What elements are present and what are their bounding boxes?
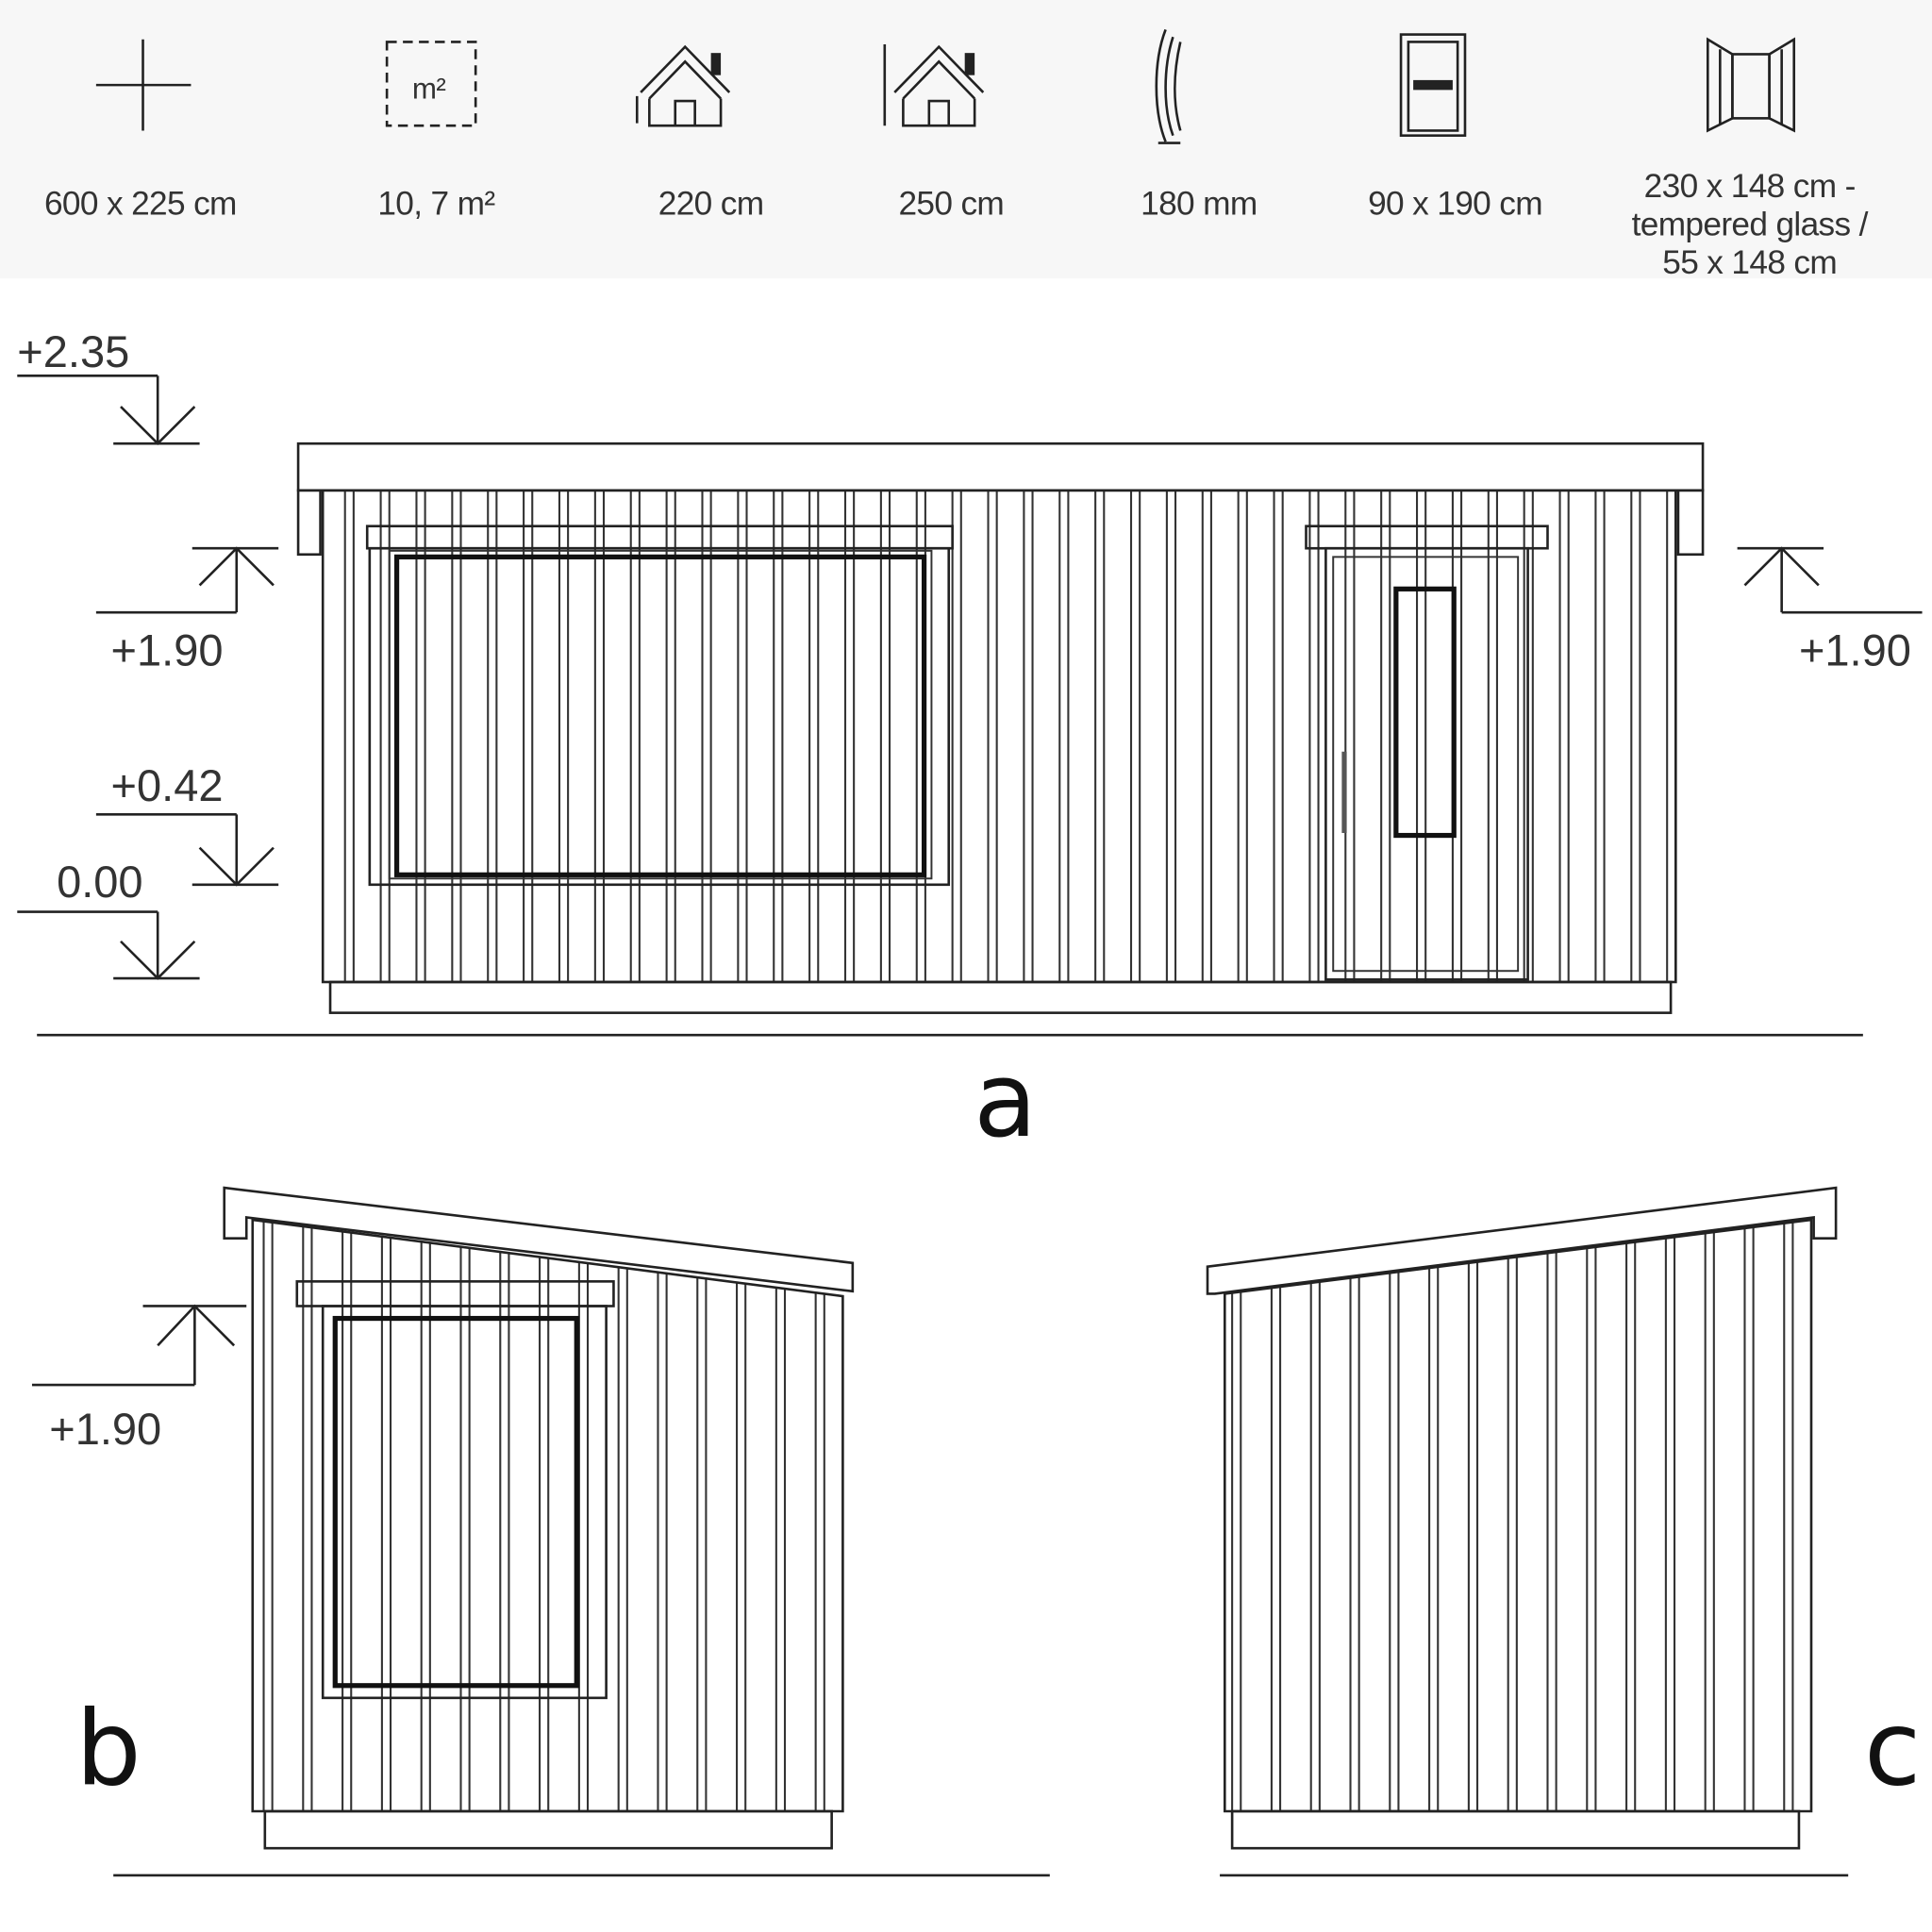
front-window [365, 525, 954, 887]
level-label-b-190: +1.90 [49, 1404, 161, 1454]
spec-door-label: 90 x 190 cm [1368, 185, 1542, 222]
level-marker-b-190 [31, 1304, 247, 1387]
side-b-roof [223, 1186, 855, 1293]
side-c-roof [1206, 1186, 1838, 1295]
spec-window-label-line2: tempered glass / [1632, 206, 1869, 242]
side-b-window [295, 1280, 615, 1700]
level-marker-top [17, 375, 200, 446]
area-icon-text: m² [412, 72, 445, 105]
panel-label-b: b [75, 1688, 142, 1808]
front-elevation-a: +2.35 +1.90 +1.90 +0.42 0.00 a [17, 326, 1923, 1160]
level-label-right-190: +1.90 [1799, 625, 1911, 675]
spec-area-label: 10, 7 m² [377, 185, 495, 222]
level-marker-left-190 [95, 546, 279, 614]
level-label-ground: 0.00 [57, 857, 143, 907]
front-base [328, 980, 1673, 1014]
house-total-height-icon [883, 44, 985, 127]
level-marker-sill [95, 813, 279, 887]
siding-side-c [1231, 1220, 1794, 1811]
siding-front [343, 490, 1676, 982]
level-marker-ground [17, 910, 200, 980]
level-marker-right-190 [1737, 546, 1923, 614]
spec-dimensions-label: 600 x 225 cm [44, 185, 237, 222]
level-label-sill: +0.42 [111, 760, 224, 810]
front-wall [321, 489, 1677, 984]
front-roof [296, 441, 1705, 492]
area-m2-icon: m² [385, 41, 477, 127]
side-b-wall [251, 1218, 844, 1813]
wall-thickness-icon [1155, 28, 1182, 144]
panel-label-a: a [974, 1040, 1037, 1160]
spec-window-label-line1: 230 x 148 cm - [1644, 168, 1856, 205]
panel-label-c: c [1864, 1688, 1921, 1808]
side-b-base [263, 1809, 833, 1850]
spec-total-height-label: 250 cm [898, 185, 1004, 222]
spec-wall-thickness-label: 180 mm [1141, 185, 1257, 222]
side-c-wall [1223, 1218, 1813, 1813]
dimensions-cross-icon [95, 39, 192, 131]
spec-wall-height-label: 220 cm [658, 185, 764, 222]
door-icon [1399, 33, 1467, 137]
door-glass [1393, 586, 1457, 839]
spec-strip: m² 600 x 225 cm 10, 7 m² 220 cm 2 [0, 0, 1932, 281]
spec-strip-background [0, 0, 1932, 279]
fascia-right [1676, 489, 1705, 557]
house-height-icon [635, 44, 731, 127]
level-label-left-190: +1.90 [111, 625, 224, 675]
spec-window-label-line3: 55 x 148 cm [1662, 244, 1837, 281]
front-door [1305, 525, 1549, 981]
side-c-base [1230, 1809, 1801, 1850]
window-icon [1706, 37, 1796, 133]
side-elevation-b: +1.90 b [31, 1186, 1050, 1877]
fascia-left [296, 489, 322, 557]
side-elevation-c: c [1206, 1186, 1921, 1877]
level-label-top: +2.35 [17, 326, 129, 376]
